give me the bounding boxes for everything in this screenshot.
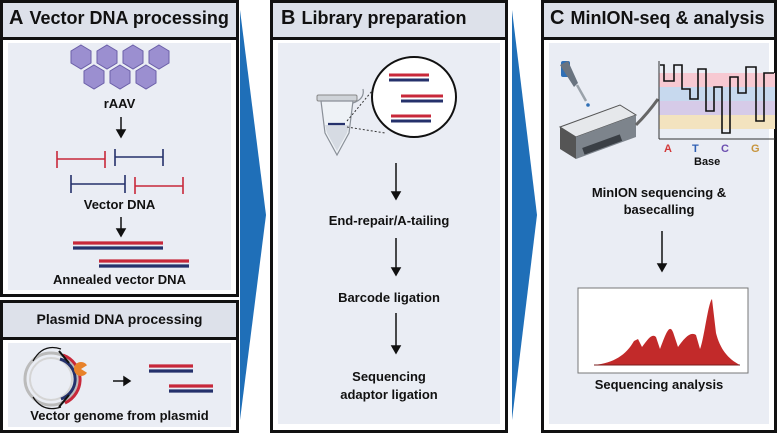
basecalling-label: basecalling [623,202,695,217]
basecall-signal-chart [658,61,775,140]
plasmid-graphics [23,346,213,410]
panel-c-title: MinION-seq & analysis [570,8,765,28]
panel-b-letter: B [281,7,296,29]
base-G: G [751,143,760,155]
panel-plasmid-processing: Plasmid DNA processing Vector geno [0,300,239,433]
vector-dna-hairpins-icon [56,149,184,194]
plasmid-header: Plasmid DNA processing [3,303,236,340]
base-A: A [664,143,672,155]
panel-a-graphics [56,44,189,268]
arrow-right-icon [113,375,132,387]
zoom-lines-icon [346,84,386,134]
base-C: C [721,143,729,155]
plasmid-icon [23,346,82,410]
base-axis-label: Base [694,156,721,168]
step-sequencing: Sequencing [352,369,426,384]
panel-c-letter: C [550,7,565,29]
panel-b-graphics [316,56,457,355]
panel-c-graphics [558,61,775,374]
sequencing-analysis-label: Sequencing analysis [594,377,724,392]
tube-icon [316,88,364,157]
minion-device-icon [558,98,660,159]
annealed-dna-icon [73,241,189,268]
chevron-a-to-b [240,10,266,420]
step-end-repair: End-repair/A-tailing [328,213,450,228]
linear-vector-dna-icon [149,364,213,393]
plasmid-title: Plasmid DNA processing [36,311,203,327]
step-adaptor-ligation: adaptor ligation [340,387,438,402]
vector-dna-label: Vector DNA [83,197,156,212]
pipette-icon [560,61,590,107]
step-barcode-ligation: Barcode ligation [338,290,440,305]
annealed-vector-dna-label: Annealed vector DNA [53,272,186,287]
base-T: T [692,143,699,155]
panel-b-title: Library preparation [301,8,467,28]
chevron-b-to-c [512,10,537,420]
panel-a-letter: A [9,7,24,29]
library-fragments-icon [389,73,443,123]
plasmid-caption: Vector genome from plasmid [30,408,209,423]
rAAV-label: rAAV [103,96,136,111]
sequencing-analysis-chart [577,287,749,374]
panel-a-title: Vector DNA processing [29,8,229,28]
restriction-enzyme-icon [74,362,89,376]
rAAV-capsids-icon [70,44,170,90]
minion-sequencing-label: MinION sequencing & [591,185,727,200]
